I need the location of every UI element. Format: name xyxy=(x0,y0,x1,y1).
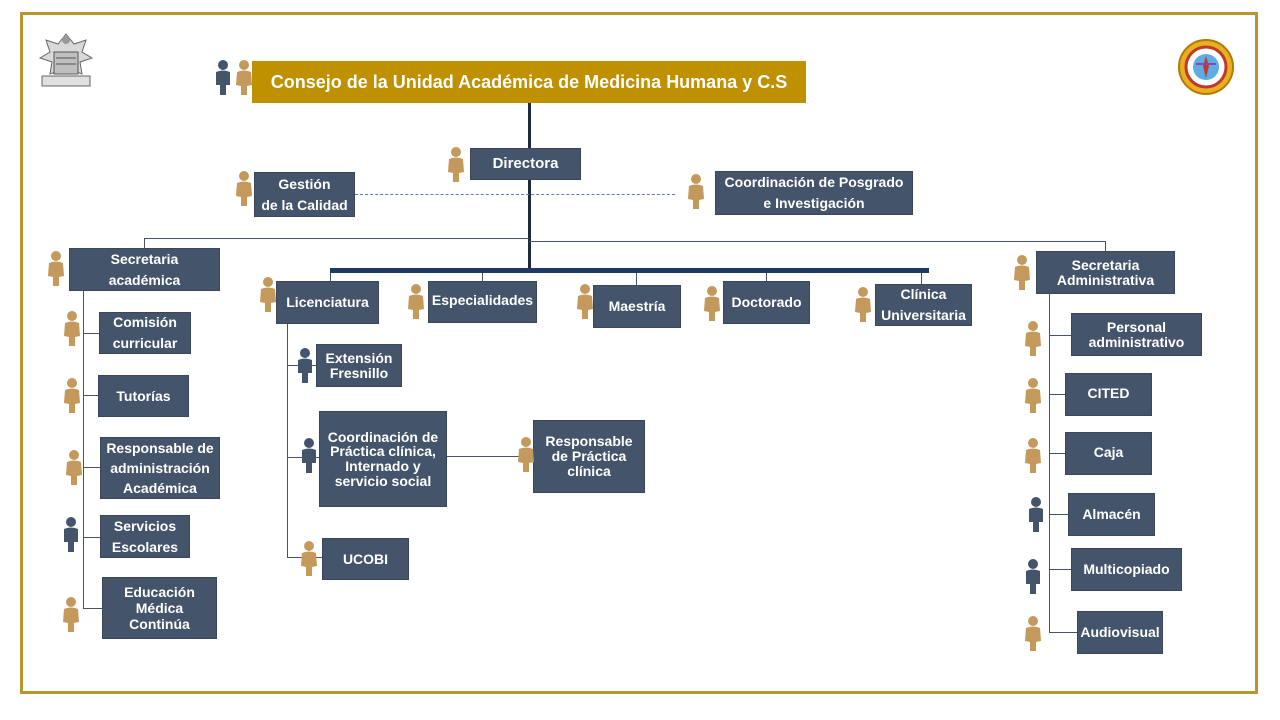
person-blue-icon xyxy=(64,517,78,552)
drop-licenciatura xyxy=(330,273,331,285)
person-gold-icon xyxy=(1025,321,1041,356)
administrativa-tick xyxy=(1049,335,1071,336)
directora-box: Directora xyxy=(470,148,581,180)
academica-tick xyxy=(83,333,99,334)
doctorado-box: Doctorado xyxy=(723,281,810,324)
audiovisual-box: Audiovisual xyxy=(1077,611,1163,654)
person-gold-icon xyxy=(448,147,464,182)
personal-administrativo-box: Personal administrativo xyxy=(1071,313,1202,356)
person-blue-icon xyxy=(1029,497,1043,532)
comision-curricular-box: Comisión curricular xyxy=(99,312,191,354)
especialidades-box: Especialidades xyxy=(428,281,537,323)
administrativa-tick xyxy=(1049,453,1065,454)
academica-tick xyxy=(83,395,99,396)
responsable-practica-box: Responsable de Práctica clínica xyxy=(533,420,645,493)
administrativa-tick xyxy=(1049,514,1068,515)
multicopiado-box: Multicopiado xyxy=(1071,548,1182,591)
medicine-unit-seal-icon xyxy=(1178,39,1234,95)
clinica-universitaria-box: Clínica Universitaria xyxy=(875,284,972,326)
secretaria-administrativa-box: Secretaria Administrativa xyxy=(1036,251,1175,294)
branch-left-drop xyxy=(144,238,145,248)
person-gold-icon xyxy=(64,378,80,413)
person-gold-icon xyxy=(688,174,704,209)
person-blue-icon xyxy=(302,438,316,473)
person-gold-icon xyxy=(855,287,871,322)
person-gold-icon xyxy=(1025,616,1041,651)
person-gold-icon xyxy=(1025,438,1041,473)
programs-bar xyxy=(330,268,929,273)
person-gold-icon xyxy=(577,284,593,319)
person-gold-icon xyxy=(1014,255,1030,290)
administrativa-tick xyxy=(1049,394,1065,395)
person-blue-icon xyxy=(1026,559,1040,594)
drop-doctorado xyxy=(766,273,767,281)
trunk-line xyxy=(528,103,531,270)
person-gold-icon xyxy=(1025,378,1041,413)
academica-spine xyxy=(83,291,84,609)
person-gold-icon xyxy=(260,277,276,312)
licenciatura-spine xyxy=(287,324,288,558)
drop-clinica xyxy=(921,273,922,285)
servicios-escolares-box: Servicios Escolares xyxy=(100,515,190,558)
coordinacion-practica-box: Coordinación de Práctica clínica, Intern… xyxy=(319,411,447,507)
responsable-administracion-box: Responsable de administración Académica xyxy=(100,437,220,499)
person-gold-icon xyxy=(408,284,424,319)
person-gold-icon xyxy=(301,541,317,576)
coordinacion-to-responsable-line xyxy=(447,456,533,457)
academica-tick xyxy=(83,608,102,609)
caja-box: Caja xyxy=(1065,432,1152,475)
maestria-box: Maestría xyxy=(593,285,681,328)
page-frame xyxy=(20,12,1258,694)
cited-box: CITED xyxy=(1065,373,1152,416)
branch-left-line xyxy=(144,238,529,239)
drop-maestria xyxy=(636,273,637,285)
staff-dashed-line xyxy=(355,194,675,195)
academica-tick xyxy=(83,467,100,468)
person-gold-icon xyxy=(236,60,252,95)
ucobi-box: UCOBI xyxy=(322,538,409,580)
person-gold-icon xyxy=(66,450,82,485)
person-blue-icon xyxy=(216,60,230,95)
person-gold-icon xyxy=(64,311,80,346)
council-title: Consejo de la Unidad Académica de Medici… xyxy=(252,61,806,103)
person-gold-icon xyxy=(236,171,252,206)
person-gold-icon xyxy=(48,251,64,286)
drop-especialidades xyxy=(482,273,483,281)
licenciatura-box: Licenciatura xyxy=(276,281,379,324)
administrativa-spine xyxy=(1049,294,1050,632)
branch-right-drop xyxy=(1105,241,1106,251)
university-crest-icon xyxy=(38,33,94,87)
secretaria-academica-box: Secretaria académica xyxy=(69,248,220,291)
academica-tick xyxy=(83,537,100,538)
branch-right-line xyxy=(529,241,1106,242)
administrativa-tick xyxy=(1049,569,1071,570)
administrativa-tick xyxy=(1049,632,1077,633)
extension-fresnillo-box: Extensión Fresnillo xyxy=(316,344,402,387)
almacen-box: Almacén xyxy=(1068,493,1155,536)
tutorias-box: Tutorías xyxy=(98,375,189,417)
educacion-medica-box: Educación Médica Continúa xyxy=(102,577,217,639)
coordinacion-posgrado-box: Coordinación de Posgrado e Investigación xyxy=(715,171,913,215)
person-gold-icon xyxy=(63,597,79,632)
person-gold-icon xyxy=(518,437,534,472)
person-gold-icon xyxy=(704,286,720,321)
gestion-calidad-box: Gestión de la Calidad xyxy=(254,172,355,217)
person-blue-icon xyxy=(298,348,312,383)
